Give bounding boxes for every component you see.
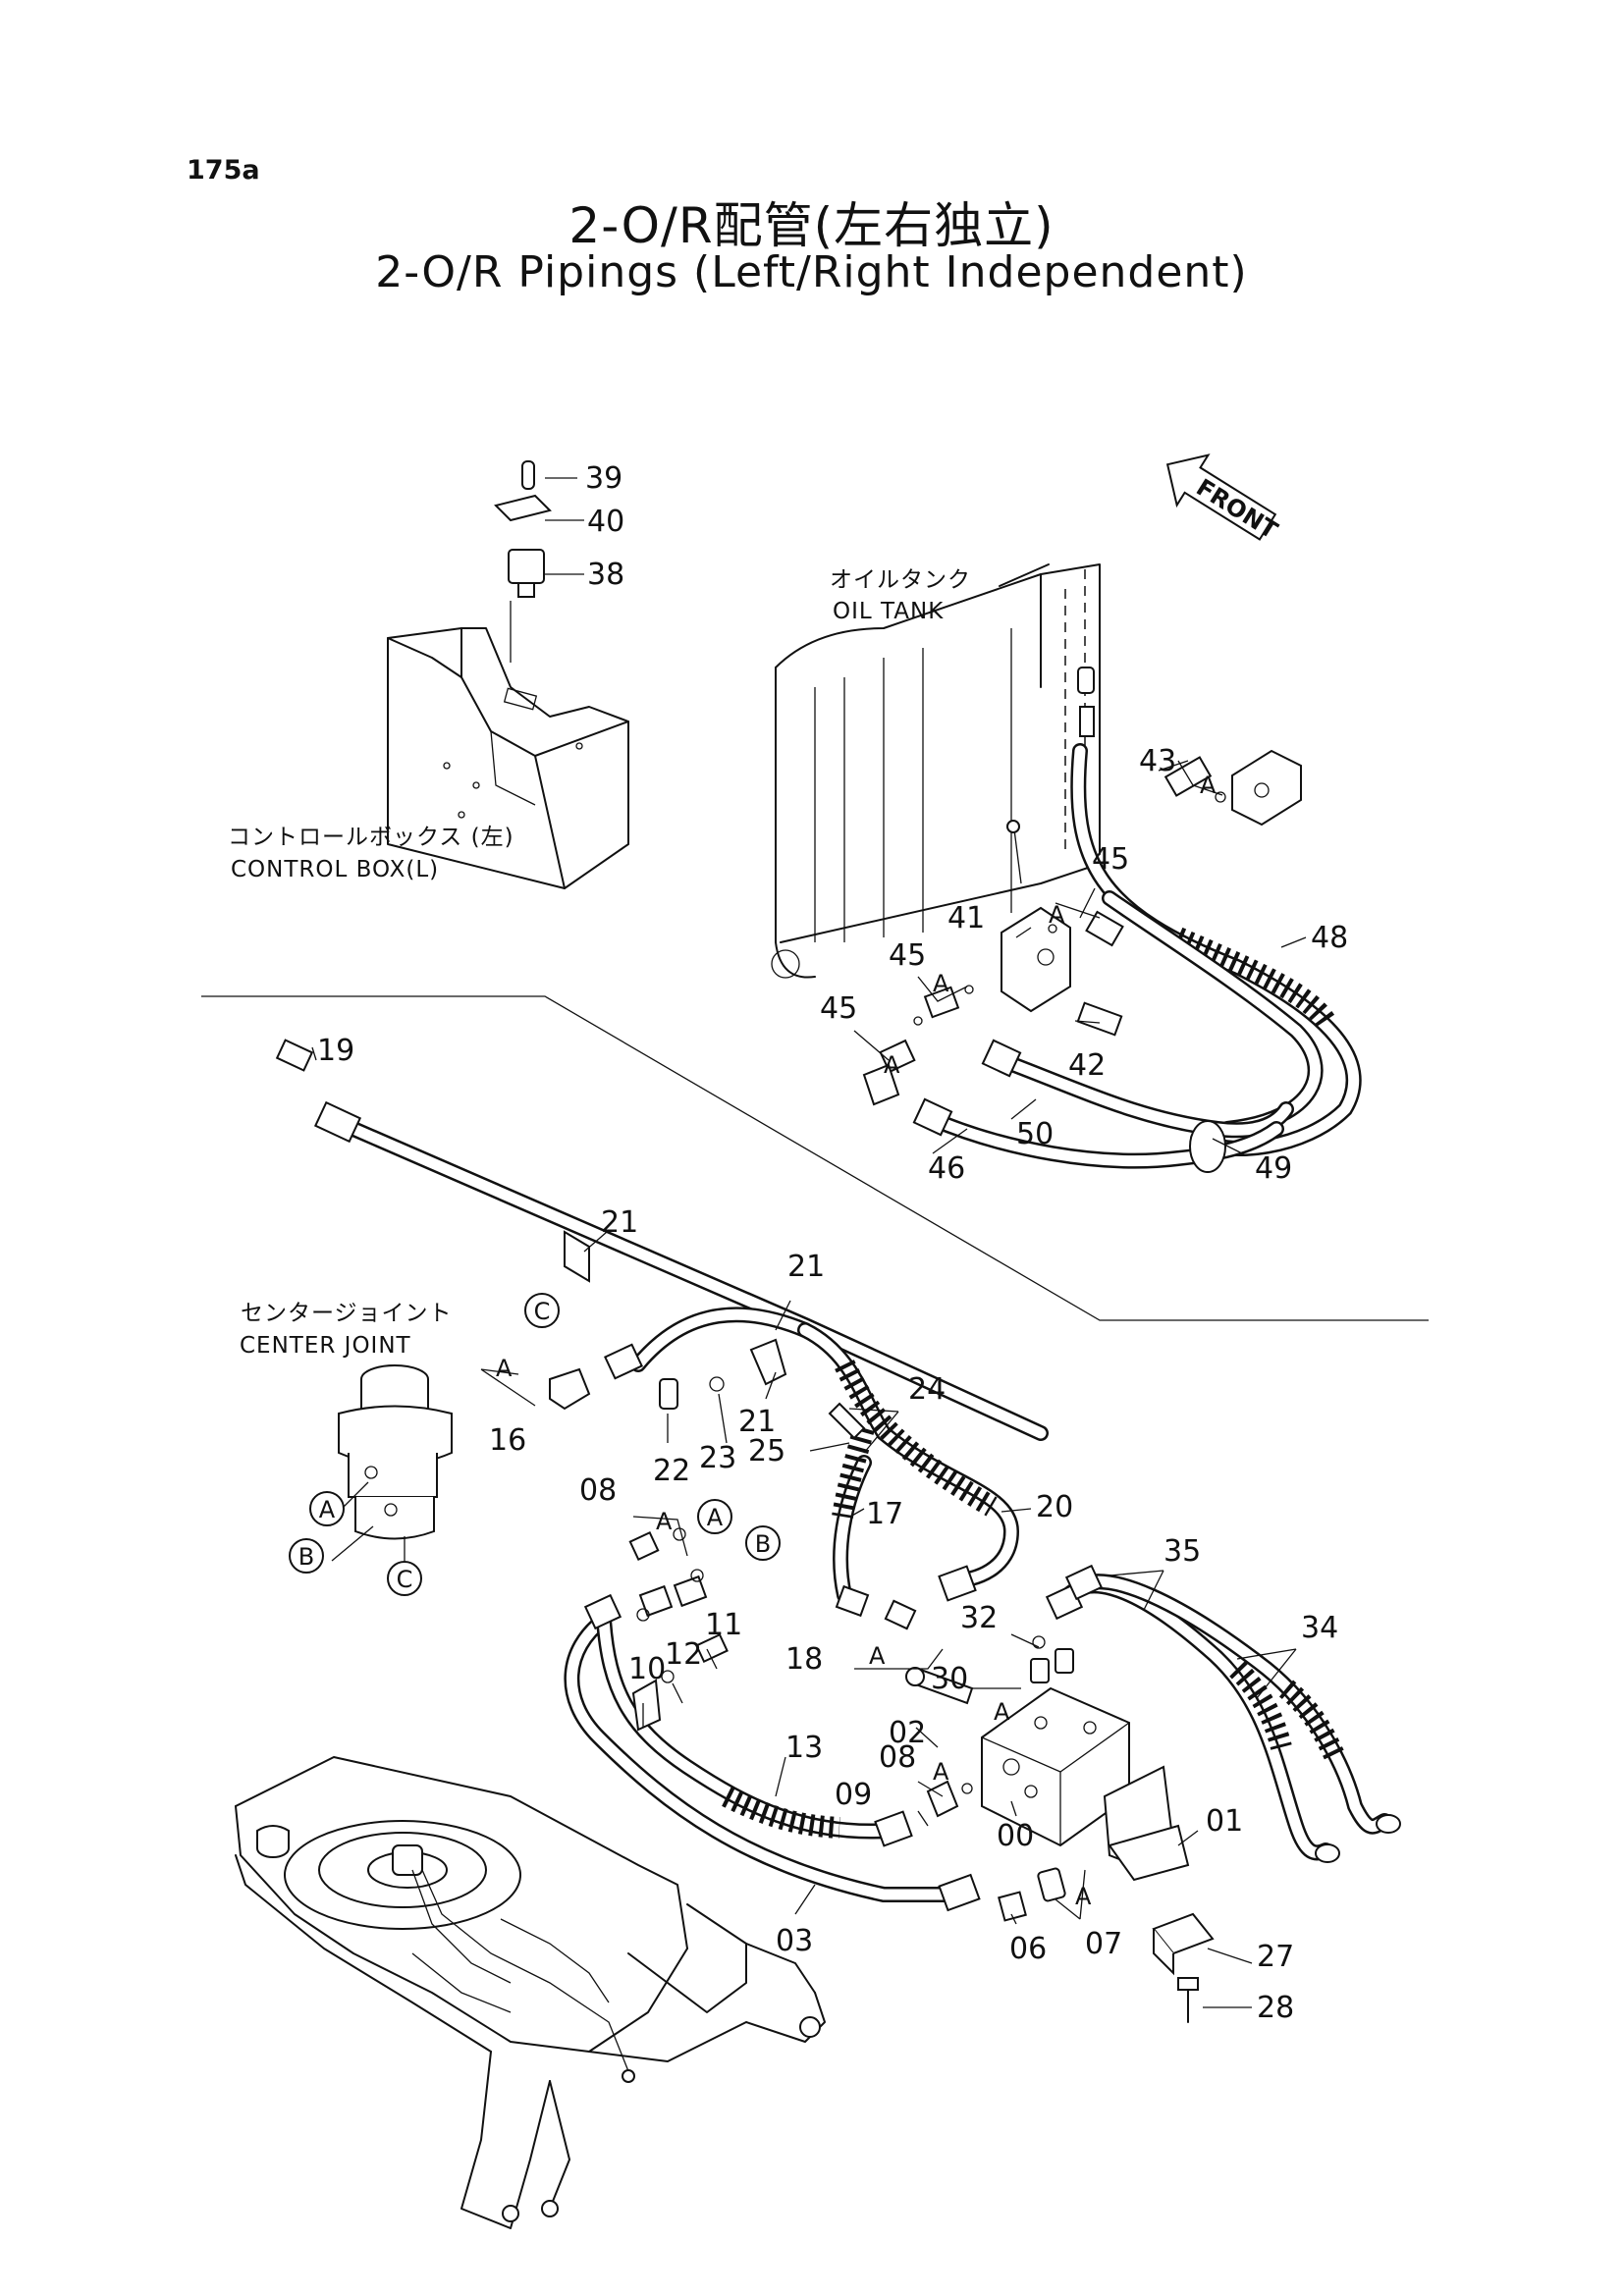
callout: 08: [879, 1740, 916, 1775]
callout: 39: [585, 461, 622, 496]
callout: 23: [699, 1441, 736, 1475]
subassembly-letter: A: [933, 1758, 949, 1786]
subassembly-letter: A: [933, 970, 949, 997]
callout: 45: [1092, 842, 1129, 877]
callout: 17: [866, 1497, 903, 1531]
leader-lines: [311, 477, 1307, 2008]
page-number: 175a: [187, 155, 260, 186]
circle-letter-c: C: [534, 1298, 551, 1325]
center-joint-label-jp: センタージョイント: [241, 1301, 453, 1326]
circle-letter-b: B: [755, 1530, 771, 1558]
callout: 40: [587, 505, 624, 539]
callout: 21: [601, 1205, 638, 1240]
subassembly-letter: A: [656, 1508, 673, 1535]
oil-tank-hoses: [925, 667, 1362, 1173]
callout: 03: [776, 1924, 813, 1958]
section-labels: オイルタンク OIL TANK コントロールボックス (左) CONTROL B…: [228, 567, 971, 1359]
callout: 20: [1036, 1490, 1073, 1524]
center-joint-drawing: [338, 1364, 453, 1540]
callout: 46: [928, 1151, 965, 1186]
subassembly-letters: A A A A A A A A A A: [496, 772, 1217, 1910]
lower-piping: [564, 1527, 981, 1912]
callout: 09: [835, 1778, 872, 1812]
circle-letter-a: A: [319, 1496, 336, 1523]
callout: 38: [587, 558, 624, 592]
callout: 18: [785, 1642, 823, 1677]
clamp-and-bolt: [1152, 1912, 1215, 2023]
right-hoses: [1045, 1564, 1401, 1863]
callout: 06: [1009, 1932, 1047, 1966]
title-japanese: 2-O/R配管(左右独立): [568, 197, 1055, 254]
circled-letters: C A B A B C: [289, 1293, 781, 1596]
circle-letter-a: A: [707, 1504, 724, 1531]
control-box-label-jp: コントロールボックス (左): [228, 825, 514, 850]
subassembly-letter: A: [1200, 772, 1217, 799]
callout: 45: [820, 991, 857, 1026]
callout: 22: [653, 1454, 690, 1488]
callout: 28: [1257, 1991, 1294, 2025]
center-piping: [549, 1307, 1020, 1630]
control-box-drawing: [387, 460, 629, 889]
callout: 00: [997, 1819, 1034, 1853]
circle-letter-b: B: [298, 1543, 314, 1571]
oil-tank-label-jp: オイルタンク: [830, 567, 971, 593]
callout: 11: [705, 1608, 742, 1642]
callout: 48: [1311, 921, 1348, 955]
subassembly-letter: A: [496, 1355, 513, 1382]
callout: 41: [947, 901, 985, 935]
callout: 16: [489, 1423, 526, 1458]
front-arrow: FRONT: [1165, 454, 1283, 545]
callout: 10: [628, 1652, 666, 1686]
subassembly-letter: A: [1049, 901, 1065, 929]
valve-block: [905, 1635, 1190, 1922]
callout: 25: [748, 1434, 785, 1468]
callout: 21: [787, 1250, 825, 1284]
undercarriage-frame: [235, 1756, 826, 2229]
callout: 12: [665, 1637, 702, 1672]
callout: 49: [1255, 1151, 1292, 1186]
callout: 45: [889, 938, 926, 973]
callout: 02: [889, 1716, 926, 1750]
control-box-label-en: CONTROL BOX(L): [231, 857, 439, 882]
callout: 19: [317, 1034, 354, 1068]
center-joint-label-en: CENTER JOINT: [240, 1333, 411, 1359]
callout: 21: [738, 1405, 776, 1439]
callout: 24: [908, 1372, 946, 1407]
tank-fittings: [862, 749, 1302, 1137]
callout: 35: [1163, 1534, 1201, 1569]
callout: 13: [785, 1731, 823, 1765]
callout: 34: [1301, 1611, 1338, 1645]
subassembly-letter: A: [1075, 1883, 1092, 1910]
callout: 42: [1068, 1048, 1106, 1083]
callout: 01: [1206, 1804, 1243, 1839]
subassembly-letter: A: [869, 1642, 886, 1670]
callout: 32: [960, 1601, 998, 1635]
front-arrow-label: FRONT: [1191, 473, 1282, 545]
separator-lines: [201, 995, 1429, 1321]
circle-letter-c: C: [397, 1566, 413, 1593]
callout: 08: [579, 1473, 617, 1508]
oil-tank-label-en: OIL TANK: [833, 599, 944, 624]
callout: 50: [1016, 1117, 1054, 1151]
callout: 43: [1139, 744, 1176, 778]
subassembly-letter: A: [884, 1051, 900, 1079]
title-english: 2-O/R Pipings (Left/Right Independent): [375, 247, 1248, 297]
callout: 07: [1085, 1927, 1122, 1961]
callout: 27: [1257, 1940, 1294, 1974]
callout-numbers: 39 40 38 43 45 41 48 45 45 42 50 46 49 1…: [317, 461, 1348, 2025]
callout: 30: [931, 1662, 968, 1696]
subassembly-letter: A: [994, 1698, 1010, 1726]
